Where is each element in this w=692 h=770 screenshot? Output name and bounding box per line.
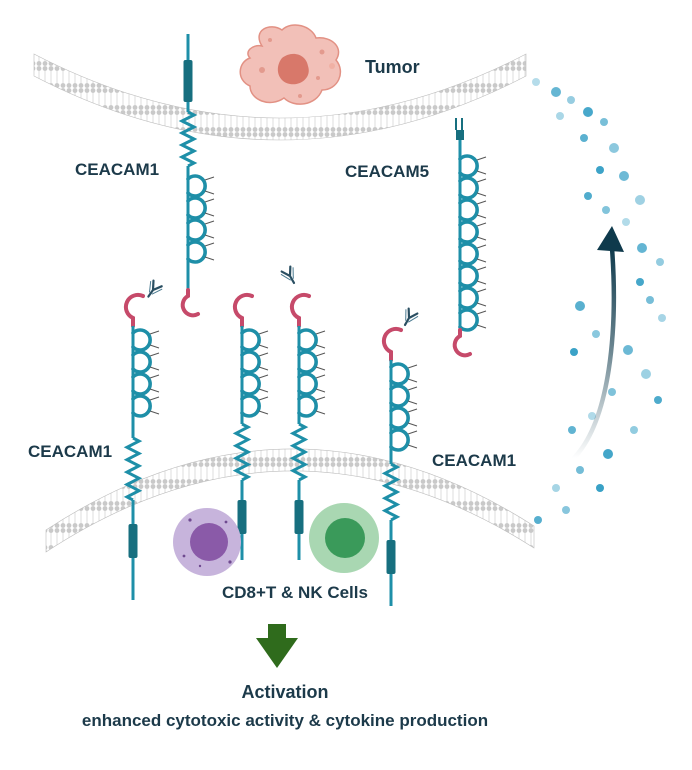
tumor-cell-icon: [239, 24, 342, 105]
tumor-membrane: [33, 53, 527, 141]
ceacam1-tumor-label: CEACAM1: [75, 160, 160, 179]
down-arrow-icon: [256, 624, 298, 668]
effect-label: enhanced cytotoxic activity & cytokine p…: [81, 711, 489, 730]
antibody-icon: [280, 265, 296, 285]
ceacam1-immune-receptor-3: [280, 265, 326, 560]
activation-label: Activation: [241, 682, 329, 702]
curved-arrow-icon: [571, 226, 624, 461]
immune-cells-label: CD8+T & NK Cells: [222, 583, 368, 602]
immune-membrane: [45, 448, 535, 553]
ceacam1-immune-receptor-2: [232, 292, 269, 560]
t-cell-icon: [309, 503, 379, 573]
released-molecules: [532, 78, 666, 524]
nk-cell-icon: [173, 508, 241, 576]
ceacam1-right-label: CEACAM1: [432, 451, 517, 470]
antibody-icon: [147, 279, 163, 298]
tumor-label: Tumor: [365, 57, 420, 77]
antibody-icon: [403, 307, 419, 327]
receptors: [123, 34, 487, 606]
ceacam1-left-label: CEACAM1: [28, 442, 113, 461]
ceacam1-tumor-receptor: [178, 34, 215, 318]
ceacam1-immune-receptor-1: [123, 279, 163, 600]
ceacam1-immune-receptor-4: [381, 307, 419, 606]
ceacam5-tumor-label: CEACAM5: [345, 162, 430, 181]
ceacam5-tumor-receptor: [452, 118, 487, 358]
